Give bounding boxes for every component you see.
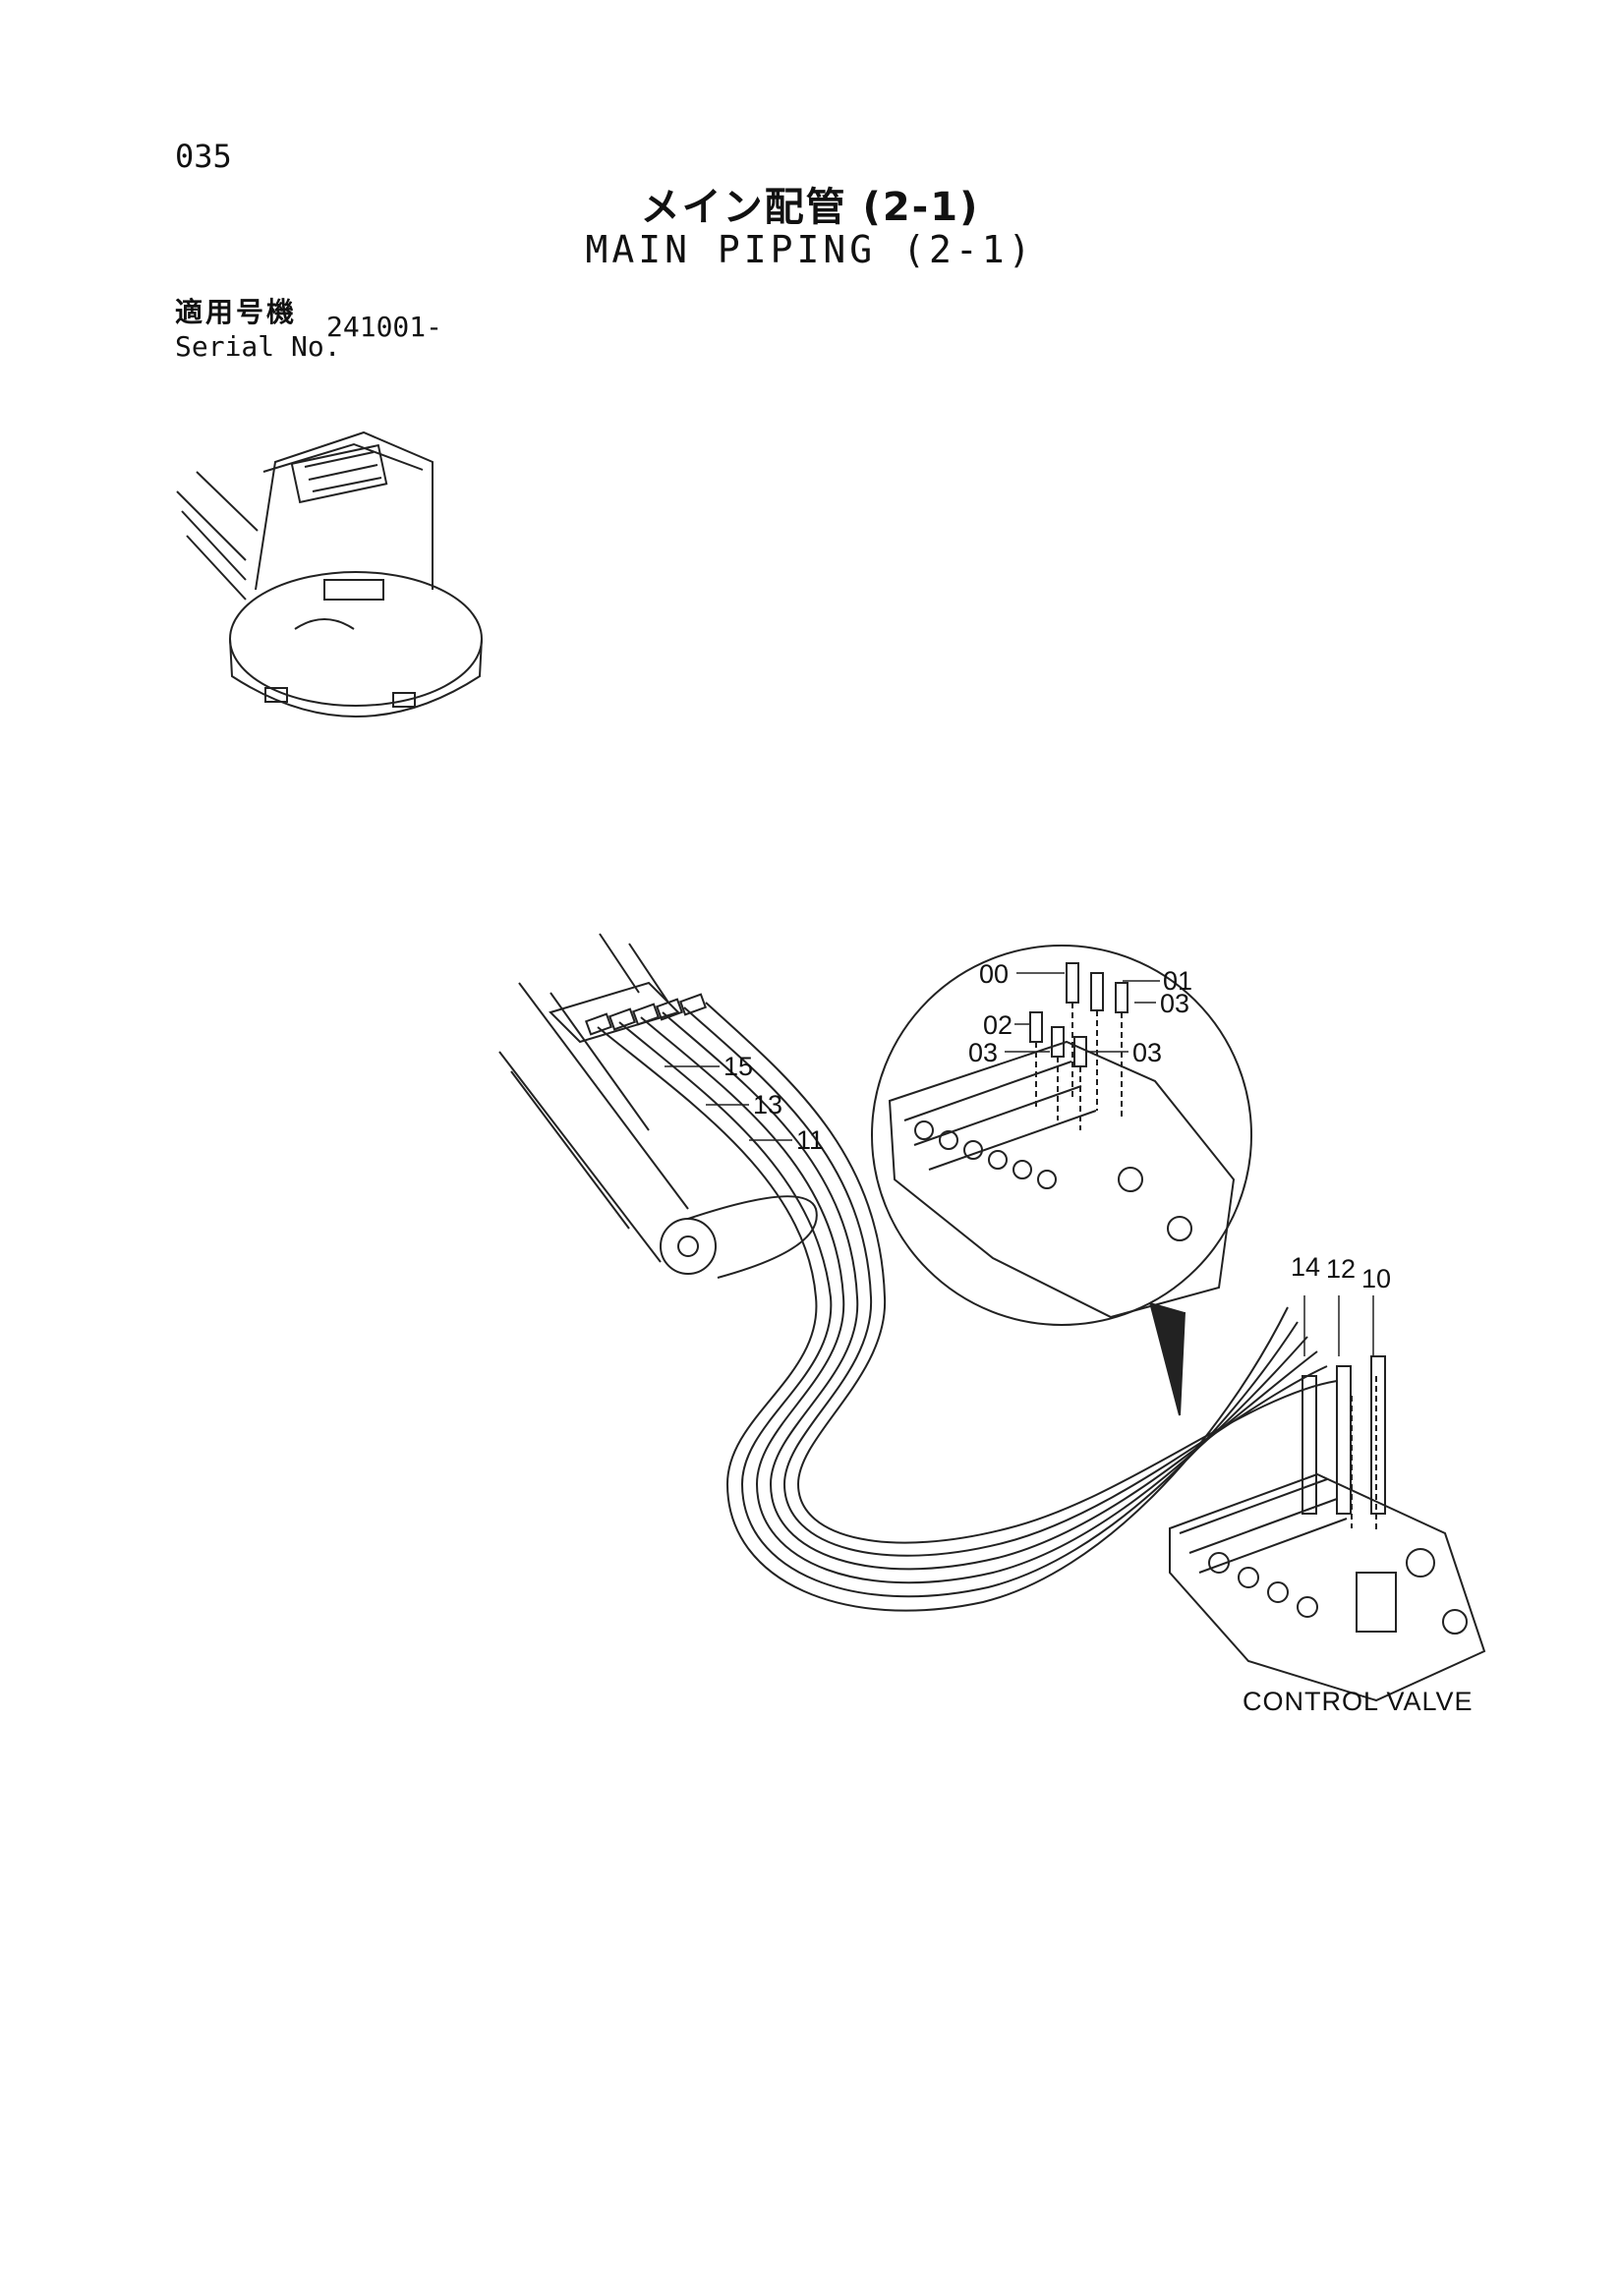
control-valve	[1169, 1355, 1486, 1702]
control-valve-caption: CONTROL VALVE	[1243, 1687, 1474, 1716]
callout-01: 01	[1163, 966, 1192, 996]
callout-00: 00	[979, 959, 1009, 989]
callout-03-left: 03	[968, 1038, 998, 1067]
callout-15: 15	[723, 1052, 753, 1081]
callout-13: 13	[753, 1090, 782, 1119]
callout-leaders	[665, 972, 1374, 1356]
serial-label-english: Serial No.	[175, 330, 341, 363]
excavator-thumbnail	[176, 430, 483, 718]
callout-03-right-top: 03	[1160, 989, 1189, 1018]
page-title-japanese: メイン配管 (2-1)	[640, 185, 980, 230]
page-title-english: MAIN PIPING (2-1)	[585, 228, 1035, 271]
hose-bundle	[584, 993, 1338, 1612]
callout-14: 14	[1291, 1252, 1320, 1282]
detail-view-circle	[871, 945, 1252, 1416]
callout-11: 11	[796, 1125, 824, 1155]
callout-10: 10	[1361, 1264, 1391, 1293]
callout-02: 02	[983, 1010, 1012, 1040]
serial-label-japanese: 適用号機	[175, 296, 298, 328]
serial-number-value: 241001-	[326, 311, 443, 343]
callout-03-right-bottom: 03	[1132, 1038, 1162, 1067]
callout-12: 12	[1326, 1254, 1356, 1284]
boom-arm	[498, 933, 818, 1279]
page-number: 035	[175, 138, 232, 175]
